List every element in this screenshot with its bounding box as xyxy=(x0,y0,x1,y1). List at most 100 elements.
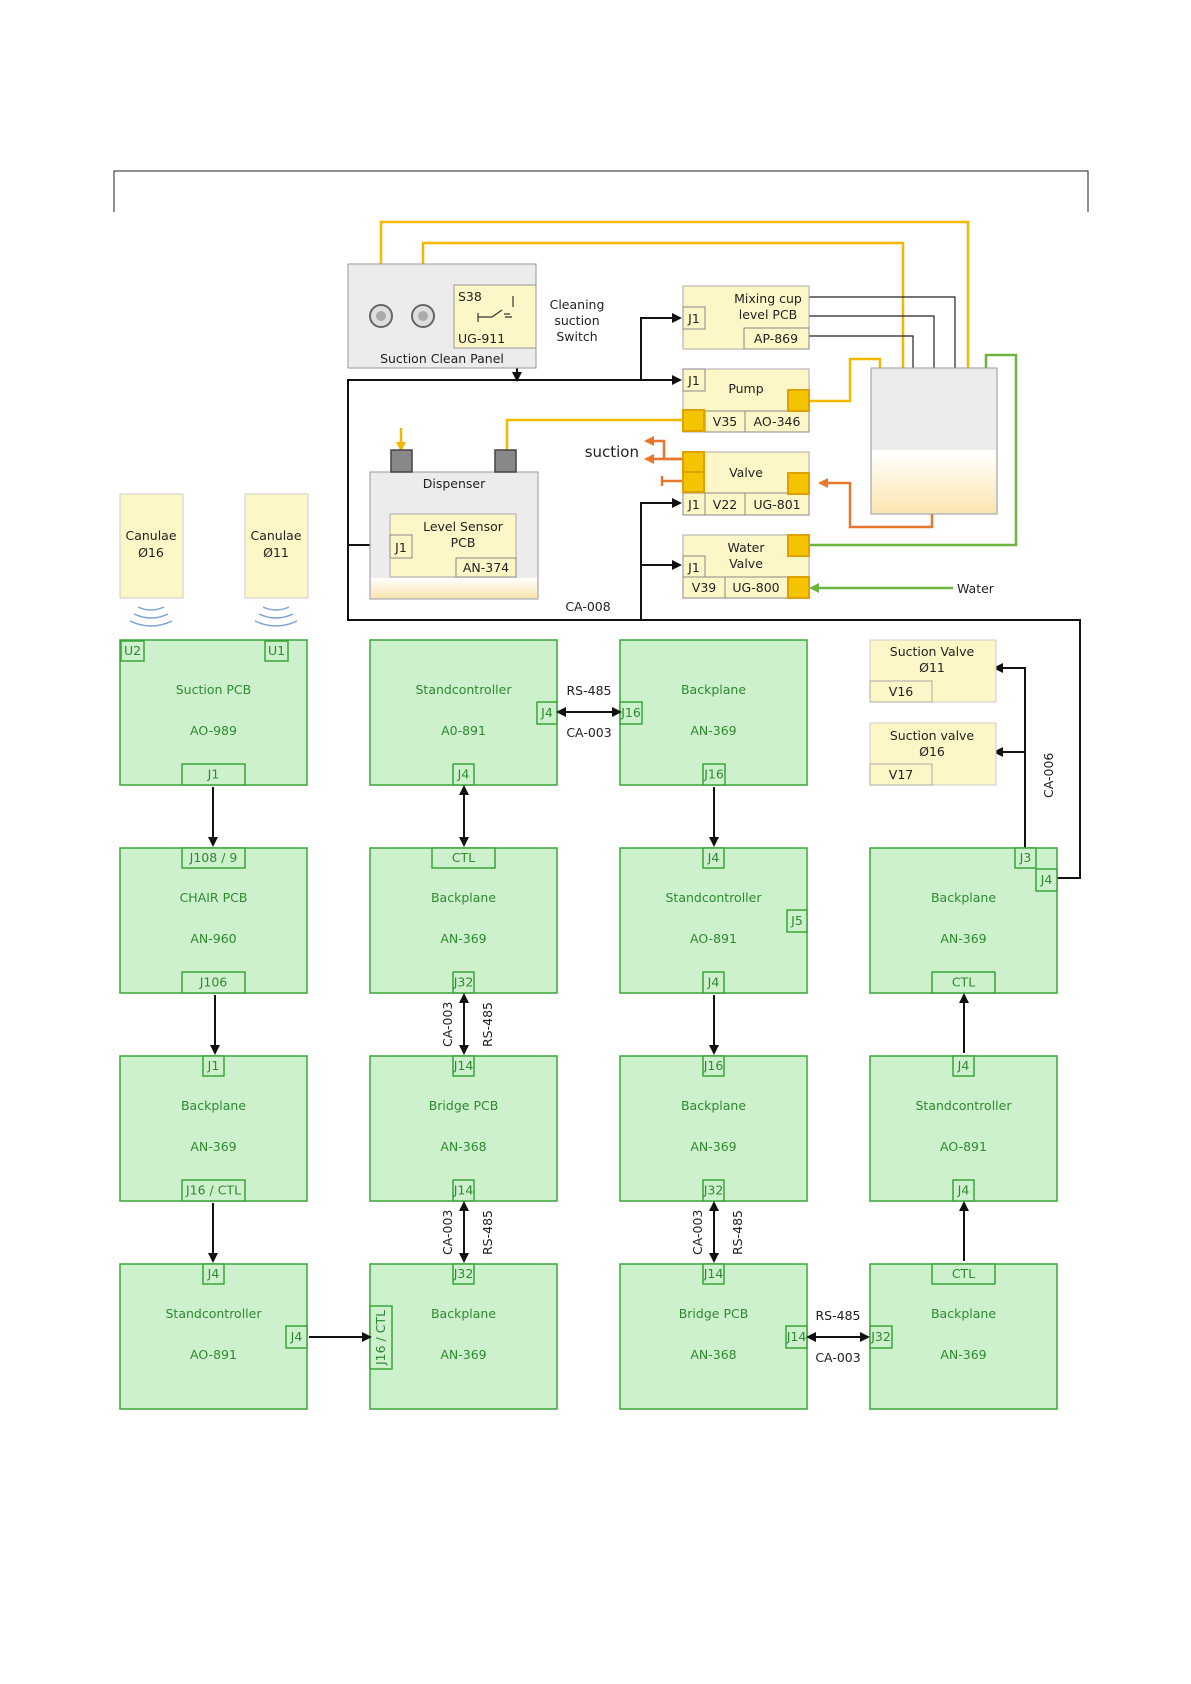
pump-out-line xyxy=(810,357,885,408)
dispenser: Dispenser J1 Level Sensor PCB AN-374 xyxy=(369,449,539,600)
port-j16ctl-c2r4: J16 / CTL xyxy=(369,1305,393,1370)
valve-part: UG-801 xyxy=(753,497,800,512)
port-j4-stand-top: J4 xyxy=(536,701,558,725)
mixing-cup-pcb: J1 Mixing cup level PCB AP-869 xyxy=(682,285,810,350)
board-name: Backplane xyxy=(681,1098,746,1113)
switch-part: UG-911 xyxy=(458,331,505,346)
port-label: J4 xyxy=(707,975,720,990)
board-name: Backplane xyxy=(931,890,996,905)
pump-id: V35 xyxy=(713,414,737,429)
water-valve-title-1: Water xyxy=(728,540,766,555)
water-valve-inlet-icon xyxy=(787,576,810,599)
port-j4-c4r2: J4 xyxy=(1035,868,1058,892)
port-j14b-c2r3: J14 xyxy=(452,1179,475,1202)
port-j14b-c3r4: J14 xyxy=(785,1325,808,1349)
port-label: J108 / 9 xyxy=(189,850,238,865)
port-j1-suction: J1 xyxy=(181,763,246,786)
port-label: J4 xyxy=(707,850,720,865)
water-valve-id: V39 xyxy=(692,580,717,595)
board-part: AN-369 xyxy=(940,1347,986,1362)
switch-caption-1: Cleaning xyxy=(550,297,605,312)
panel-title: Suction Clean Panel xyxy=(380,351,504,366)
port-label: J3 xyxy=(1019,850,1032,865)
pump-outlet-icon xyxy=(787,389,810,412)
port-label: J4 xyxy=(1040,872,1053,887)
valve-port-icon xyxy=(682,471,705,493)
valve: J1 Valve V22 UG-801 xyxy=(682,451,810,516)
port-j4-stand-top-b: J4 xyxy=(452,763,475,786)
link-label: CA-003 xyxy=(440,1210,455,1255)
board-part: AN-368 xyxy=(440,1139,486,1154)
port-ctl-c4r4: CTL xyxy=(931,1263,996,1285)
link-label: CA-003 xyxy=(566,725,611,740)
canulae-size: Ø16 xyxy=(138,545,164,560)
water-valve: J1 Water Valve V39 UG-800 xyxy=(682,534,810,599)
canulae-title: Canulae xyxy=(250,528,301,543)
port-j4-c4r3: J4 xyxy=(952,1055,975,1077)
suction-valve-title-2: Ø11 xyxy=(919,660,945,675)
port-label: J4 xyxy=(540,705,553,720)
board-part: AN-960 xyxy=(190,931,236,946)
suction-label: suction xyxy=(585,443,639,461)
board-part: AN-369 xyxy=(440,1347,486,1362)
port-label: J16 xyxy=(703,767,724,782)
board-part: AO-989 xyxy=(190,723,237,738)
suction-valve-id: V16 xyxy=(889,684,914,699)
board-name: Standcontroller xyxy=(916,1098,1013,1113)
board-name: CHAIR PCB xyxy=(180,890,248,905)
link-label: CA-003 xyxy=(690,1210,705,1255)
water-label: Water xyxy=(957,581,995,596)
ca008-label: CA-008 xyxy=(565,599,610,614)
port-label: CTL xyxy=(952,1266,975,1281)
port-label: J32 xyxy=(453,1266,474,1281)
link-label: RS-485 xyxy=(816,1308,861,1323)
board-name: Bridge PCB xyxy=(679,1306,749,1321)
link-label: CA-003 xyxy=(440,1002,455,1047)
port-label: J32 xyxy=(703,1183,724,1198)
port-label: J16 / CTL xyxy=(373,1310,388,1366)
switch-icon xyxy=(477,296,514,322)
port-label: J4 xyxy=(207,1266,220,1281)
board-name: Backplane xyxy=(681,682,746,697)
board-part: A0-891 xyxy=(441,723,486,738)
board-name: Standcontroller xyxy=(166,1306,263,1321)
port-label: U2 xyxy=(124,643,141,658)
port-label: J4 xyxy=(957,1058,970,1073)
boards: Suction PCBAO-989StandcontrollerA0-891Ba… xyxy=(119,639,1058,1410)
level-sensor-title-2: PCB xyxy=(451,535,476,550)
pump-inlet-icon xyxy=(682,409,705,432)
water-valve-title-2: Valve xyxy=(729,556,763,571)
board-part: AN-369 xyxy=(440,931,486,946)
port-label: CTL xyxy=(952,975,975,990)
suction-clean-panel: S38 UG-911 Suction Clean Panel Cleaning … xyxy=(347,263,605,369)
port-label: J1 xyxy=(207,1058,220,1073)
pump-title: Pump xyxy=(728,381,763,396)
valve-id: V22 xyxy=(713,497,737,512)
suction-valve-id: V17 xyxy=(889,767,913,782)
board-links xyxy=(208,707,969,1342)
water-valve-outlet-icon xyxy=(787,534,810,557)
suction-valve-title-1: Suction Valve xyxy=(890,644,975,659)
port-label: J14 xyxy=(453,1183,474,1198)
board-part: AO-891 xyxy=(690,931,737,946)
link-label: RS-485 xyxy=(567,683,612,698)
valve-title: Valve xyxy=(729,465,763,480)
dispenser-title: Dispenser xyxy=(423,476,486,491)
suction-lines xyxy=(644,436,934,529)
board-part: AN-369 xyxy=(940,931,986,946)
pump-port: J1 xyxy=(687,373,700,388)
port-j14-c3r4: J14 xyxy=(702,1263,725,1285)
port-j4b-c3r2: J4 xyxy=(702,971,725,994)
port-j4-c3r2: J4 xyxy=(702,847,725,869)
port-label: J14 xyxy=(703,1266,724,1281)
dispenser-inlet-icon xyxy=(390,449,413,473)
board-part: AO-891 xyxy=(940,1139,987,1154)
port-label: J14 xyxy=(453,1058,474,1073)
port-label: J32 xyxy=(870,1329,891,1344)
port-j32-c2r4: J32 xyxy=(452,1263,475,1285)
